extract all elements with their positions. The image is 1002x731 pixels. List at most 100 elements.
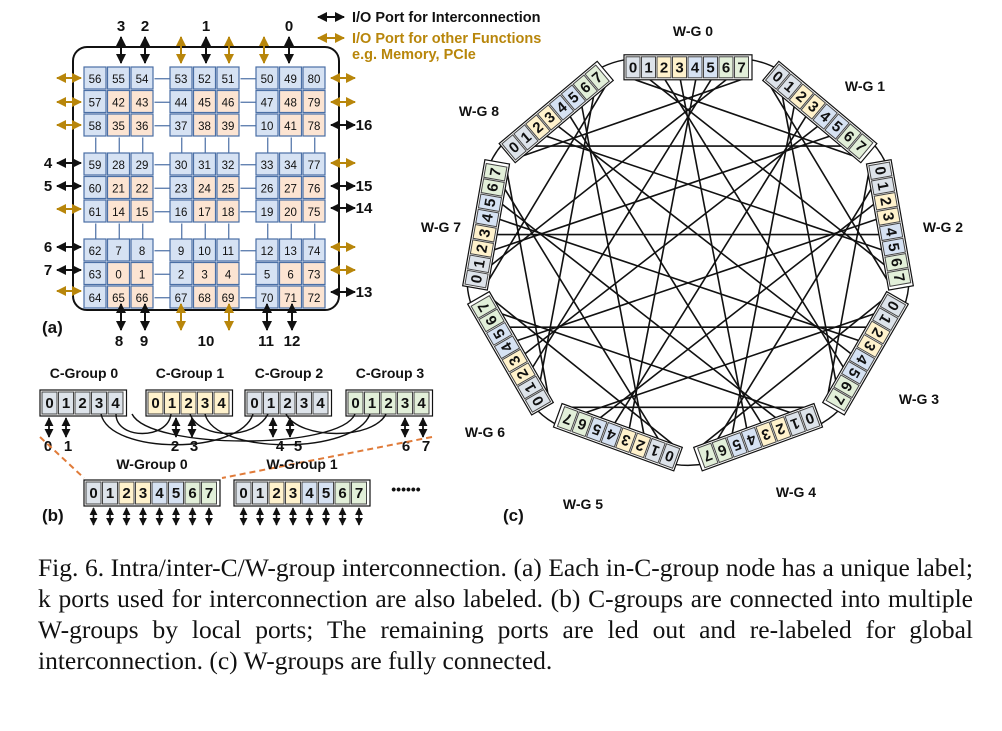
figure-caption: Fig. 6. Intra/inter-C/W-group interconne…: [38, 553, 973, 675]
cgroup-port-cell: [41, 391, 58, 415]
node-cell: [130, 66, 154, 90]
node-cell: [255, 175, 279, 200]
node-label: 42: [112, 97, 125, 109]
node-cell: [169, 261, 193, 286]
panel-c-label: (c): [503, 506, 524, 525]
node-cell: [216, 89, 240, 114]
node-cell: [106, 113, 131, 137]
wgroup-box-cell: [887, 268, 912, 287]
node-cell: [302, 199, 326, 223]
wgroup-box-port: 1: [471, 258, 489, 269]
node-label: 41: [284, 121, 297, 133]
node-label: 38: [198, 121, 211, 133]
wgroup-box-port: 4: [691, 59, 700, 76]
node-cell: [278, 152, 303, 176]
node-label: 72: [308, 293, 321, 305]
right-port-label: 13: [356, 284, 373, 301]
node-label: 49: [284, 74, 297, 86]
legend-other-line1: I/O Port for other Functions: [352, 31, 541, 47]
wgroup-box-cell: [726, 431, 748, 458]
global-link: [557, 125, 852, 355]
wgroup-port-cell: [268, 481, 285, 505]
node-label: 34: [284, 160, 297, 172]
node-cell: [278, 113, 303, 137]
wgroup-label-c: W-G 6: [465, 424, 505, 440]
node-cell: [169, 175, 193, 200]
wgroup-box-cell: [740, 426, 763, 453]
wgroup-label-c: W-G 1: [845, 78, 885, 94]
node-label: 61: [89, 207, 102, 219]
cgroup-port-label: 4: [111, 395, 120, 412]
wgroup-port-cell: [201, 481, 217, 505]
wgroup-box-cell: [871, 307, 899, 332]
wgroup-port-label: 6: [188, 485, 196, 502]
node-label: 21: [112, 183, 125, 195]
global-link: [679, 79, 748, 429]
node-label: 73: [308, 269, 321, 281]
node-label: 13: [284, 246, 297, 258]
wgroup-box-cell: [798, 405, 821, 432]
cgroup-port-label: 0: [250, 395, 258, 412]
node-label: 10: [198, 246, 211, 258]
cgroup-port-cell: [147, 391, 164, 415]
node-cell: [83, 89, 107, 114]
bottom-port-label: 12: [284, 333, 301, 350]
wgroup-box-cell: [485, 321, 513, 346]
node-label: 18: [222, 207, 235, 219]
node-label: 16: [175, 207, 188, 219]
legend-interconnect: I/O Port for Interconnection: [352, 10, 541, 26]
node-label: 67: [175, 293, 188, 305]
node-cell: [216, 113, 240, 137]
wgroup-box-cell: [524, 388, 552, 413]
cgroup-link: [100, 413, 254, 446]
wgroup-port-cell: [301, 481, 318, 505]
node-label: 33: [261, 160, 274, 172]
wgroup-box-cell: [658, 443, 681, 469]
wgroup-box-cell: [615, 427, 637, 454]
wgroup-port-cell: [351, 481, 367, 505]
node-label: 59: [89, 160, 102, 172]
global-link: [524, 125, 819, 355]
cgroup-port-cell: [180, 391, 197, 415]
wgroup-box-cell: [536, 104, 563, 131]
global-link: [781, 96, 837, 382]
node-cell: [216, 238, 240, 262]
global-link: [516, 218, 877, 342]
wgroup-label-c: W-G 4: [776, 484, 816, 500]
node-cell: [278, 238, 303, 262]
wgroup-box-cell: [848, 347, 876, 372]
node-cell: [302, 152, 326, 176]
wgroup-box-port: 5: [706, 59, 714, 76]
global-link: [614, 115, 807, 424]
wgroup-label-c: W-G 2: [923, 219, 963, 235]
node-cell: [192, 66, 217, 90]
node-cell: [216, 199, 240, 223]
node-label: 23: [175, 183, 188, 195]
wgroup-box-cell: [483, 162, 508, 182]
global-link: [569, 115, 762, 424]
node-label: 62: [89, 246, 102, 258]
wgroup-box-cell: [881, 237, 906, 257]
node-label: 30: [175, 160, 188, 172]
wgroup-box-cell: [825, 387, 853, 412]
global-link: [487, 85, 607, 281]
bottom-port-label: 11: [258, 333, 274, 350]
node-cell: [255, 66, 279, 90]
wgroup-box-port: 0: [629, 59, 637, 76]
cgroup-link: [115, 413, 172, 435]
wgroup-box-cell: [847, 133, 874, 160]
node-label: 48: [284, 97, 297, 109]
node-cell: [192, 238, 217, 262]
wgroup-box-cell: [467, 254, 492, 274]
cgroup-port-label: 3: [201, 395, 209, 412]
wgroup-box-cell: [513, 124, 539, 151]
wgroup-box-port: 6: [722, 59, 730, 76]
node-cell: [83, 113, 107, 137]
wgroup-box-cell: [734, 56, 749, 79]
node-label: 53: [175, 74, 188, 86]
global-link: [628, 79, 697, 429]
node-label: 12: [261, 246, 274, 258]
wgroup-box-cell: [641, 56, 656, 79]
global-link: [702, 299, 883, 446]
